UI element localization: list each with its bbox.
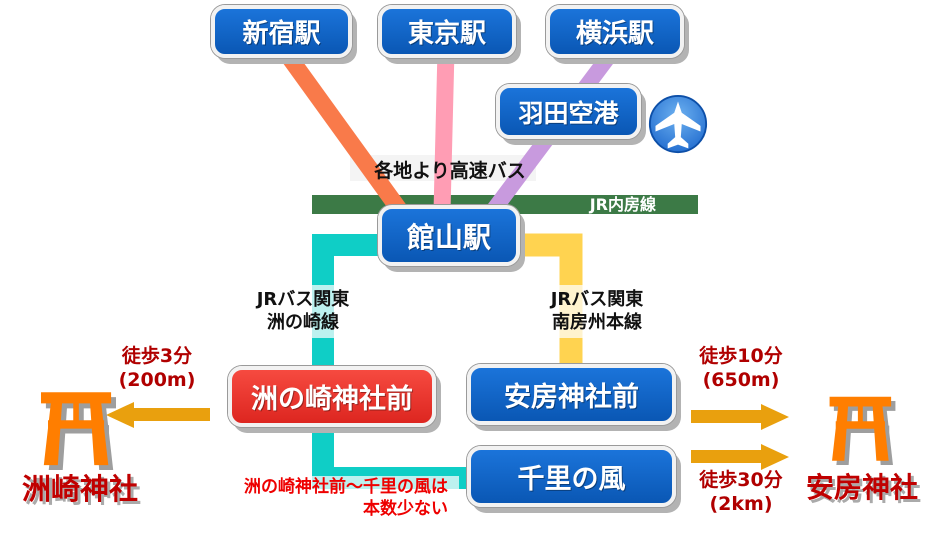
- station-button-haneda: 羽田空港: [496, 84, 641, 139]
- walk-label-sunosaki: 徒歩3分 (200m): [103, 344, 211, 392]
- walk-arrow-left: [106, 401, 210, 428]
- station-button-yokohama: 横浜駅: [546, 5, 684, 58]
- route-label-sunosaki: JRバス関東 洲の崎線: [230, 288, 376, 334]
- walk-time-sunosaki: 徒歩3分: [121, 345, 193, 367]
- walk-arrow-right-top: [691, 403, 789, 430]
- walk-label-awa-bottom: 徒歩30分 (2km): [687, 468, 795, 516]
- station-label-haneda: 羽田空港: [518, 98, 619, 128]
- torii-icon-awa: [829, 393, 896, 469]
- arrow-head-right-icon: [761, 403, 789, 430]
- station-button-shinjuku: 新宿駅: [211, 5, 352, 58]
- station-label-tateyama: 館山駅: [406, 220, 491, 254]
- frequency-note-line2: 本数少ない: [363, 499, 448, 519]
- station-label-shinjuku: 新宿駅: [242, 19, 321, 49]
- walk-dist-sunosaki: (200m): [118, 369, 196, 391]
- frequency-note: 洲の崎神社前〜千里の風は 本数少ない: [175, 476, 448, 520]
- airplane-icon: [648, 94, 708, 154]
- walk-dist-awa-top: (650m): [702, 369, 780, 391]
- station-button-tateyama: 館山駅: [378, 205, 520, 266]
- frequency-note-line1: 洲の崎神社前〜千里の風は: [244, 477, 448, 497]
- arrow-shaft: [691, 450, 761, 463]
- stop-button-sunosaki-jinja-mae: 洲の崎神社前: [228, 366, 436, 427]
- walk-time-awa-bottom: 徒歩30分: [699, 469, 783, 491]
- station-label-tokyo: 東京駅: [407, 19, 486, 49]
- route-label-nanboshu: JRバス関東 南房州本線: [523, 288, 671, 334]
- arrow-head-right-icon: [761, 443, 789, 470]
- stop-button-awa-jinja-mae: 安房神社前: [467, 364, 676, 425]
- walk-arrow-right-bottom: [691, 443, 789, 470]
- tokyo-highway-bus-line: [433, 49, 455, 213]
- jr-bus-sunosaki-line: [312, 234, 467, 489]
- route-label-nanboshu-line2: 南房州本線: [552, 312, 642, 333]
- station-button-tokyo: 東京駅: [378, 5, 516, 58]
- shrine-label-sunosaki: 洲崎神社: [21, 472, 138, 506]
- jr-uchibo-line-label: JR内房線: [589, 195, 656, 214]
- walk-dist-awa-bottom: (2km): [709, 493, 773, 515]
- shrine-label-awa: 安房神社: [805, 471, 918, 504]
- stop-label-sunosaki-jinja-mae: 洲の崎神社前: [251, 384, 413, 415]
- shinjuku-highway-bus-line: [277, 45, 408, 217]
- stop-label-awa-jinja-mae: 安房神社前: [504, 382, 639, 413]
- station-label-yokohama: 横浜駅: [575, 19, 654, 49]
- highway-bus-caption: 各地より高速バス: [374, 160, 526, 182]
- arrow-shaft: [691, 410, 761, 423]
- walk-label-awa-top: 徒歩10分 (650m): [687, 344, 795, 392]
- route-label-sunosaki-line2: 洲の崎線: [267, 312, 339, 333]
- arrow-shaft: [134, 408, 210, 421]
- torii-icon-sunosaki: [36, 388, 121, 474]
- walk-time-awa-top: 徒歩10分: [699, 345, 783, 367]
- stop-label-senri-no-kaze: 千里の風: [517, 464, 626, 495]
- route-label-sunosaki-line1: JRバス関東: [256, 289, 350, 310]
- stop-button-senri-no-kaze: 千里の風: [467, 446, 676, 507]
- route-label-nanboshu-line1: JRバス関東: [550, 289, 644, 310]
